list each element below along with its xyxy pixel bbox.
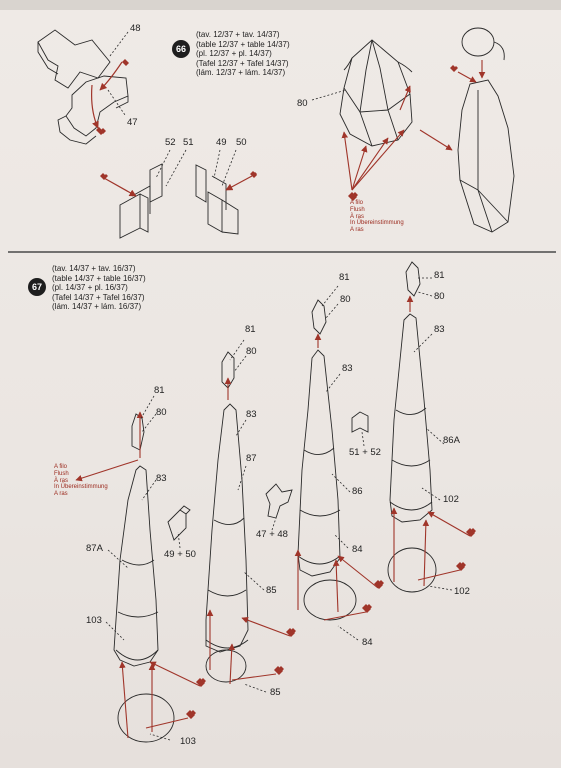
part-label-49: 49 [216, 137, 227, 148]
tower-a-87a [113, 413, 175, 743]
tower-c-label-84: 84 [352, 544, 363, 555]
tower-a-label-103: 103 [86, 615, 102, 626]
step-67-ref: (lám. 14/37 + lám. 16/37) [52, 302, 142, 312]
tower-a-label-80: 80 [156, 407, 167, 418]
step-66-ref: (lám. 12/37 + lám. 14/37) [196, 68, 286, 78]
top-edge-shadow [0, 0, 561, 10]
flush-text: À ras [350, 213, 365, 220]
part-label-49-50: 49 + 50 [164, 549, 196, 560]
flush-text: A ras [54, 491, 68, 498]
tower-c-86 [297, 299, 357, 621]
part-51-52 [351, 411, 369, 433]
tower-b-label-85: 85 [266, 585, 277, 596]
part-80-assembly [339, 39, 413, 147]
tower-b-label-85-lower: 85 [270, 687, 281, 698]
step-67-badge: 67 [28, 278, 46, 296]
parts-49-50-51-52 [119, 163, 239, 239]
tower-d-label-81: 81 [434, 270, 445, 281]
step-67-sheet-refs: (tav. 14/37 + tav. 16/37) (table 14/37 +… [52, 264, 146, 312]
step-66-ref: (pl. 12/37 + pl. 14/37) [196, 49, 272, 59]
tower-d-label-102: 102 [443, 494, 459, 505]
tower-d-label-102-lower: 102 [454, 586, 470, 597]
step-66-ref: (tav. 12/37 + tav. 14/37) [196, 30, 280, 39]
part-label-50: 50 [236, 137, 247, 148]
flush-text: Flush [350, 206, 365, 213]
tower-b-87 [205, 351, 249, 683]
step-67-ref: (tav. 14/37 + tav. 16/37) [52, 264, 136, 273]
step-67-ref: (pl. 14/37 + pl. 16/37) [52, 283, 128, 293]
tower-c-label-84-lower: 84 [362, 637, 373, 648]
step-66-ref: (table 12/37 + table 14/37) [196, 39, 290, 49]
part-label-47: 47 [127, 117, 138, 128]
tower-c-label-83: 83 [342, 363, 353, 374]
flush-text: In Übereinstimmung [350, 220, 404, 227]
part-label-52: 52 [165, 137, 176, 148]
tower-d-86a [387, 261, 437, 593]
tower-b-label-83: 83 [246, 409, 257, 420]
tower-c-label-81: 81 [339, 272, 350, 283]
tower-b-label-87: 87 [246, 453, 257, 464]
part-80-assembled [457, 27, 515, 233]
tower-a-label-81: 81 [154, 385, 165, 396]
tower-d-label-86a: 86A [443, 435, 460, 446]
tower-a-label-87a: 87A [86, 543, 103, 554]
tower-b-label-81: 81 [245, 324, 256, 335]
step-66-badge: 66 [172, 40, 190, 58]
tower-a-label-83: 83 [156, 473, 167, 484]
flush-text: In Übereinstimmung [54, 484, 108, 491]
step-67-ref: (table 14/37 + table 16/37) [52, 273, 146, 283]
part-label-51: 51 [183, 137, 194, 148]
flush-text: A ras [350, 227, 364, 234]
part-label-48: 48 [130, 23, 141, 34]
part-48-47 [37, 29, 129, 145]
step-67-ref: (Tafel 14/37 + Tafel 16/37) [52, 292, 145, 302]
step-67-flush-note: A filo Flush À ras In Übereinstimmung A … [54, 464, 108, 498]
step-66-flush-note: A filo Flush À ras In Übereinstimmung A … [350, 200, 404, 234]
tower-d-label-83: 83 [434, 324, 445, 335]
tower-d-label-80: 80 [434, 291, 445, 302]
part-label-80: 80 [297, 98, 308, 109]
part-label-47-48: 47 + 48 [256, 529, 288, 540]
flush-text: A filo [54, 464, 68, 470]
part-49-50 [167, 505, 191, 541]
flush-text: Flush [54, 470, 69, 477]
tower-b-label-80: 80 [246, 346, 257, 357]
tower-a-label-103-lower: 103 [180, 736, 196, 747]
tower-c-label-86: 86 [352, 486, 363, 497]
flush-text: A filo [350, 200, 364, 206]
step-66-sheet-refs: (tav. 12/37 + tav. 14/37) (table 12/37 +… [196, 30, 290, 78]
tower-c-label-80: 80 [340, 294, 351, 305]
step-66-ref: (Tafel 12/37 + Tafel 14/37) [196, 58, 289, 68]
flush-text: À ras [54, 477, 69, 484]
part-47-48 [265, 483, 293, 519]
glue-marks-48 [96, 59, 129, 135]
part-label-51-52: 51 + 52 [349, 447, 381, 458]
